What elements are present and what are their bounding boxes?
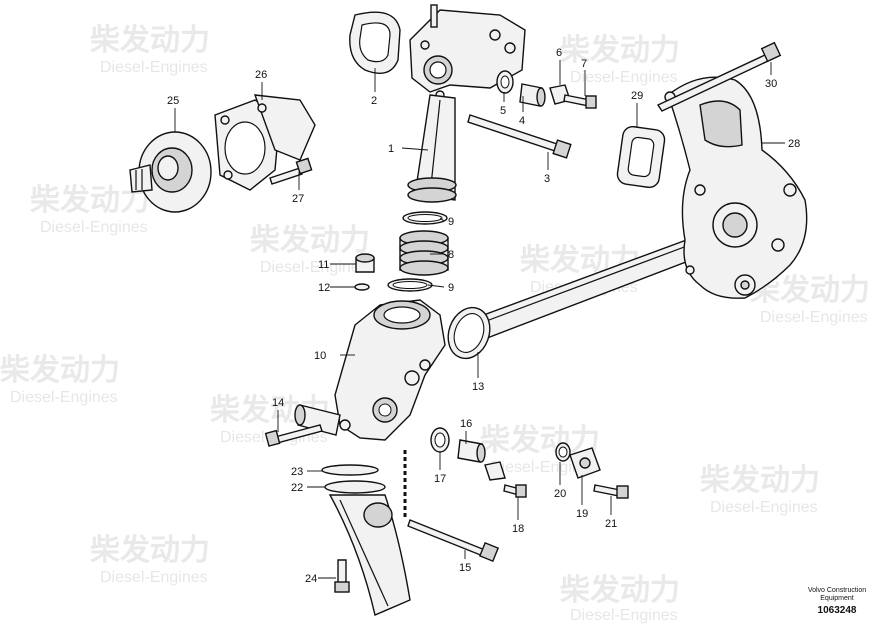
svg-text:Diesel-Engines: Diesel-Engines [490,459,598,476]
part-30-bolt [656,41,782,112]
callout-21: 21 [605,518,617,530]
callout-13: 13 [472,381,484,393]
part-26-elbow-pipe [214,94,316,191]
credit-line-2: Equipment [820,595,854,602]
callout-15: 15 [459,562,471,574]
svg-text:柴发动力: 柴发动力 [560,574,680,607]
svg-text:柴发动力: 柴发动力 [700,464,820,497]
callout-20: 20 [554,488,566,500]
watermark-10: 柴发动力 Diesel-Engines [700,464,820,516]
callout-6: 6 [556,47,562,59]
callout-30: 30 [765,78,777,90]
svg-text:Diesel-Engines: Diesel-Engines [100,59,208,76]
svg-text:Diesel-Engines: Diesel-Engines [260,259,368,276]
part-5-seal-ring [496,70,514,94]
callout-11: 11 [318,259,329,271]
svg-text:Diesel-Engines: Diesel-Engines [40,219,148,236]
svg-text:Diesel-Engines: Diesel-Engines [100,569,208,586]
callout-5: 5 [500,105,506,117]
svg-text:柴发动力: 柴发动力 [0,354,120,387]
part-13-o-ring [447,306,491,360]
watermark-11: 柴发动力 Diesel-Engines [90,534,210,586]
watermark-3: 柴发动力 Diesel-Engines [30,184,150,236]
svg-text:柴发动力: 柴发动力 [560,34,680,67]
watermark-1: 柴发动力 Diesel-Engines [90,24,210,76]
part-18-bracket [484,461,527,498]
part-3-bolt [467,114,572,159]
callout-labels: 1 2 3 4 5 6 7 8 9 9 10 11 12 13 14 15 16… [167,47,800,585]
part-12-washer [354,283,370,291]
part-19-cover-plate [569,447,601,479]
part-23-gasket [321,464,379,476]
watermark-4: 柴发动力 Diesel-Engines [250,224,370,276]
part-16-sleeve [457,439,486,463]
callout-7: 7 [581,58,587,70]
part-27-bolt [269,157,313,185]
callout-19: 19 [576,508,588,520]
document-number: 1063248 [818,605,857,616]
svg-text:Diesel-Engines: Diesel-Engines [570,607,678,624]
part-7-bolt [563,94,597,109]
svg-text:Diesel-Engines: Diesel-Engines [570,69,678,86]
part-17-seal [430,427,450,453]
part-11-plug [355,253,375,273]
callout-25: 25 [167,95,179,107]
part-4-sleeve [519,83,546,107]
part-24-bolt [334,559,350,593]
callout-26: 26 [255,69,267,81]
callout-18: 18 [512,523,524,535]
part-28-housing [664,76,808,299]
part-8-bellows [399,230,449,276]
callout-12: 12 [318,282,330,294]
part-9-upper-o-ring [402,211,448,225]
svg-text:Diesel-Engines: Diesel-Engines [760,309,868,326]
callout-4: 4 [519,115,525,127]
callout-14: 14 [272,397,284,409]
svg-text:柴发动力: 柴发动力 [90,534,210,567]
part-25-pulley [129,131,212,213]
callout-27: 27 [292,193,304,205]
part-29-gasket [616,125,666,189]
callout-16: 16 [460,418,472,430]
part-9-lower-o-ring [387,278,433,292]
callout-2: 2 [371,95,377,107]
callout-9-lower: 9 [448,282,454,294]
callout-8: 8 [448,249,454,261]
callout-10: 10 [314,350,326,362]
callout-17: 17 [434,473,446,485]
leader-lines [174,60,785,579]
watermark-2: 柴发动力 Diesel-Engines [560,34,680,86]
part-14-bolt [264,424,323,447]
callout-9-upper: 9 [448,216,454,228]
watermark-7: 柴发动力 Diesel-Engines [0,354,120,406]
part-15-bolt [407,519,500,563]
watermark-6: 柴发动力 Diesel-Engines [750,274,870,326]
callout-22: 22 [291,482,303,494]
watermark-12: 柴发动力 Diesel-Engines [560,574,680,624]
credit-line-1: Volvo Construction [808,587,866,594]
svg-text:柴发动力: 柴发动力 [90,24,210,57]
part-lower-pipe [328,494,411,616]
callout-28: 28 [788,138,800,150]
callout-29: 29 [631,90,643,102]
part-10-manifold [294,299,446,441]
part-22-flange [324,480,386,494]
svg-text:Diesel-Engines: Diesel-Engines [10,389,118,406]
callout-3: 3 [544,173,550,185]
part-21-bolt [593,484,629,499]
credit-block: Volvo Construction Equipment 1063248 [808,587,866,616]
callout-24: 24 [305,573,317,585]
part-20-o-ring [555,442,571,462]
callout-1: 1 [388,143,394,155]
svg-text:柴发动力: 柴发动力 [250,224,370,257]
callout-23: 23 [291,466,303,478]
part-2-gasket [349,11,401,74]
svg-text:柴发动力: 柴发动力 [30,184,150,217]
part-1-thermostat-housing [407,4,526,203]
svg-text:Diesel-Engines: Diesel-Engines [710,499,818,516]
